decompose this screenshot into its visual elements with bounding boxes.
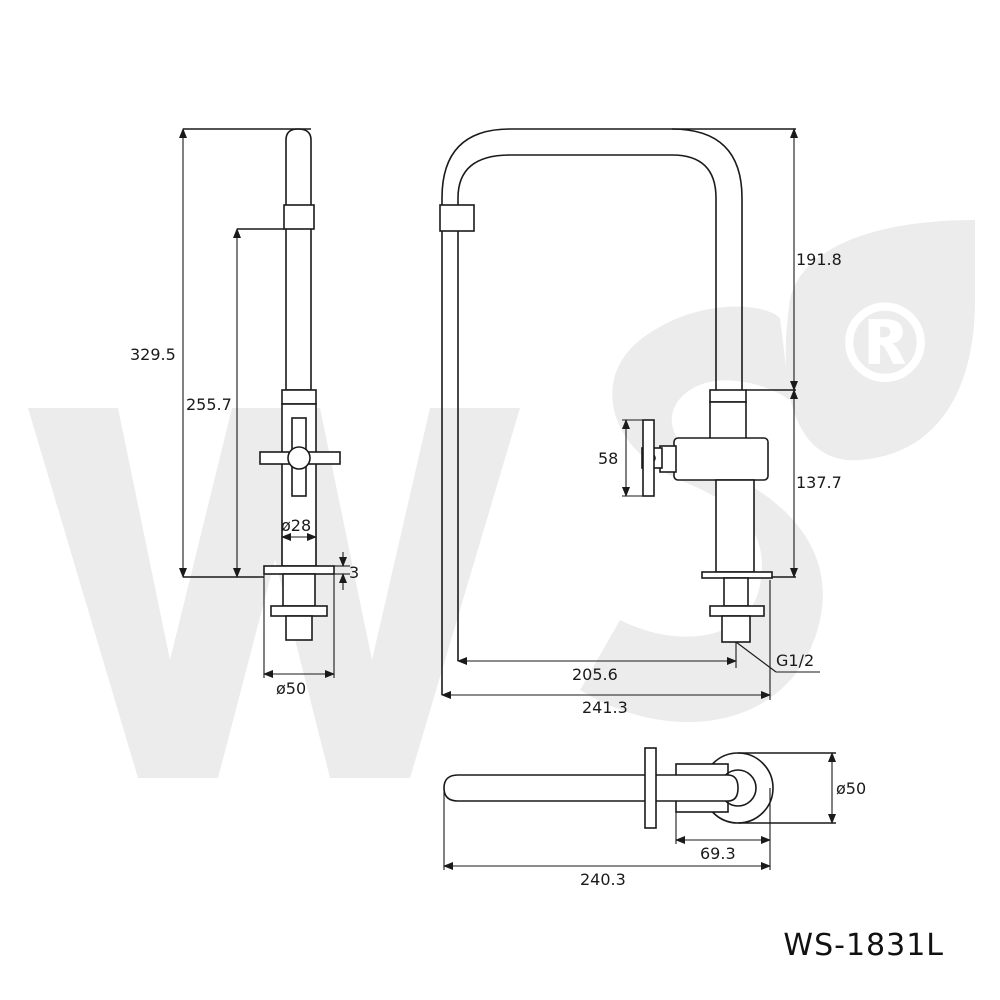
side-spout-pipe — [285, 128, 312, 391]
top-handle — [644, 747, 657, 829]
dim-side-lower-height: 255.7 — [186, 395, 232, 414]
front-spout-inner — [457, 154, 717, 390]
dim-front-total-width: 241.3 — [582, 698, 628, 717]
side-thread — [285, 615, 313, 641]
watermark-logo: ® — [28, 220, 975, 778]
side-spout-ring — [283, 204, 315, 230]
front-spout-outer — [441, 128, 743, 390]
front-view: 191.8 137.7 58 G1/2 205.6 241.3 — [439, 128, 842, 717]
dim-top-body-depth: 69.3 — [700, 844, 736, 863]
registered-mark: ® — [830, 280, 940, 408]
dim-front-handle-height: 58 — [598, 449, 618, 468]
front-nut — [709, 605, 765, 617]
top-view: ø50 69.3 240.3 — [443, 747, 866, 889]
side-nut — [270, 605, 328, 617]
dim-top-base-diameter: ø50 — [836, 779, 866, 798]
top-spout — [443, 774, 739, 802]
dim-side-flange-thickness: 3 — [349, 563, 359, 582]
front-body-housing — [673, 437, 769, 481]
dim-front-inner-reach: 205.6 — [572, 665, 618, 684]
dim-side-total-height: 329.5 — [130, 345, 176, 364]
side-flange — [263, 565, 335, 575]
front-body-collar — [709, 389, 747, 403]
front-body-lower — [715, 479, 755, 573]
side-shank — [282, 573, 316, 607]
dim-side-base-diameter: ø50 — [276, 679, 306, 698]
dim-side-body-diameter: ø28 — [281, 516, 311, 535]
side-body-collar — [281, 389, 317, 405]
side-view: 329.5 255.7 ø28 3 ø50 — [130, 128, 359, 698]
front-handle-bar — [642, 419, 655, 497]
front-thread — [721, 615, 751, 643]
dim-front-lower-height: 137.7 — [796, 473, 842, 492]
dim-front-upper-height: 191.8 — [796, 250, 842, 269]
dim-front-thread: G1/2 — [776, 651, 814, 670]
dim-top-total-length: 240.3 — [580, 870, 626, 889]
front-flange — [701, 571, 773, 579]
front-spout-ring — [439, 204, 475, 232]
model-code: WS-1831L — [783, 928, 944, 963]
front-shank — [723, 577, 749, 607]
side-handle-hub — [287, 446, 311, 470]
